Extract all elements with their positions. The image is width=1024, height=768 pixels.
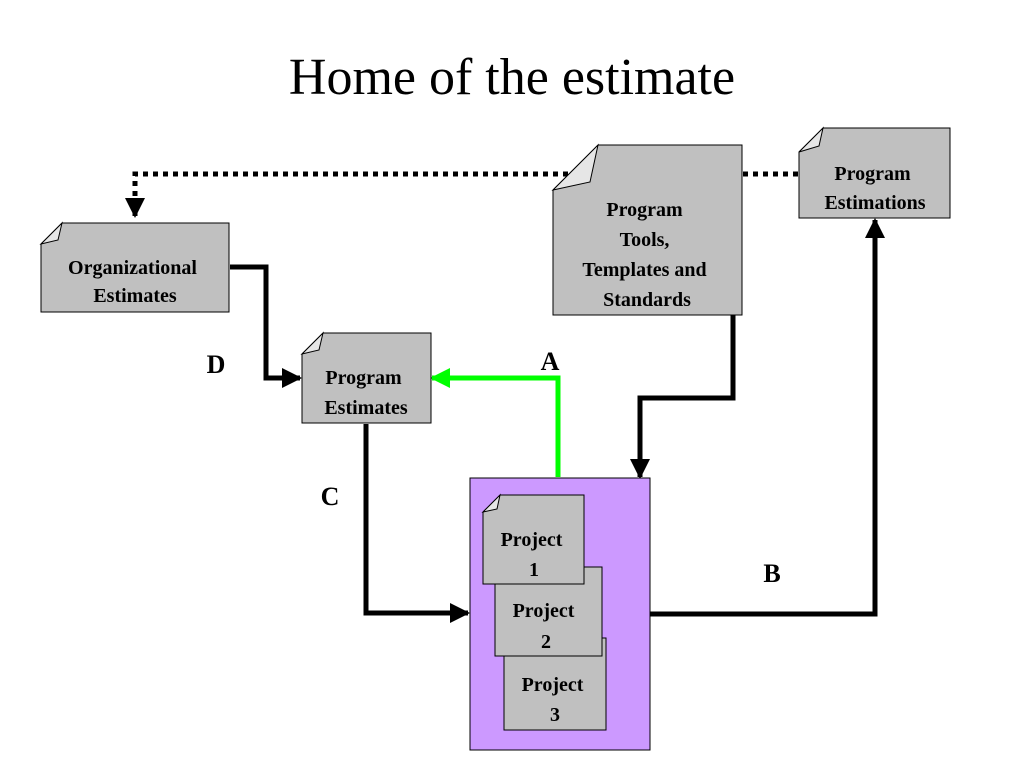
arrow-d	[230, 264, 302, 388]
program-tools-line-2: Tools,	[620, 229, 670, 251]
arrow-c	[363, 424, 470, 623]
organizational-estimates-line-2: Estimates	[93, 285, 177, 307]
project-2-line-1: Project	[513, 600, 575, 622]
organizational-estimates-box: Organizational Estimates	[39, 221, 230, 313]
svg-text:Program Estimations: Program Estimations	[824, 163, 925, 214]
program-estimates-box: Program Estimates	[300, 331, 432, 424]
project-1-line-2: 1	[529, 559, 539, 581]
label-b: B	[763, 559, 780, 588]
svg-text:Project 1: Project 1	[501, 529, 568, 581]
svg-text:Organizational Estimates: Organizational Estimates	[68, 257, 202, 307]
svg-text:Project 3: Project 3	[522, 674, 589, 726]
project-3-line-2: 3	[550, 704, 560, 726]
arrow-b	[650, 218, 885, 617]
project-1-box: Project 1	[481, 493, 585, 585]
program-estimations-line-1: Program	[834, 163, 911, 185]
label-a: A	[541, 347, 560, 376]
program-tools-box: Program Tools, Templates and Standards	[551, 143, 743, 316]
project-1-line-1: Project	[501, 529, 563, 551]
program-tools-line-1: Program	[606, 199, 683, 221]
program-estimates-line-1: Program	[325, 367, 402, 389]
arrow-tools-to-projects	[630, 315, 736, 479]
organizational-estimates-line-1: Organizational	[68, 257, 197, 279]
program-estimations-line-2: Estimations	[824, 192, 925, 214]
svg-text:Program Estimates: Program Estimates	[324, 367, 408, 419]
label-c: C	[321, 482, 340, 511]
svg-text:Project 2: Project 2	[513, 600, 580, 653]
label-d: D	[207, 350, 226, 379]
program-estimations-box: Program Estimations	[798, 126, 951, 219]
program-tools-line-4: Standards	[603, 289, 691, 311]
arrow-a	[430, 368, 561, 477]
project-3-line-1: Project	[522, 674, 584, 696]
project-2-line-2: 2	[541, 631, 551, 653]
svg-text:Program Tools, Tem: Program Tools, Templates and Standards	[582, 199, 711, 311]
program-estimates-line-2: Estimates	[324, 397, 408, 419]
page-title: Home of the estimate	[288, 49, 736, 106]
program-tools-line-3: Templates and	[582, 259, 706, 281]
